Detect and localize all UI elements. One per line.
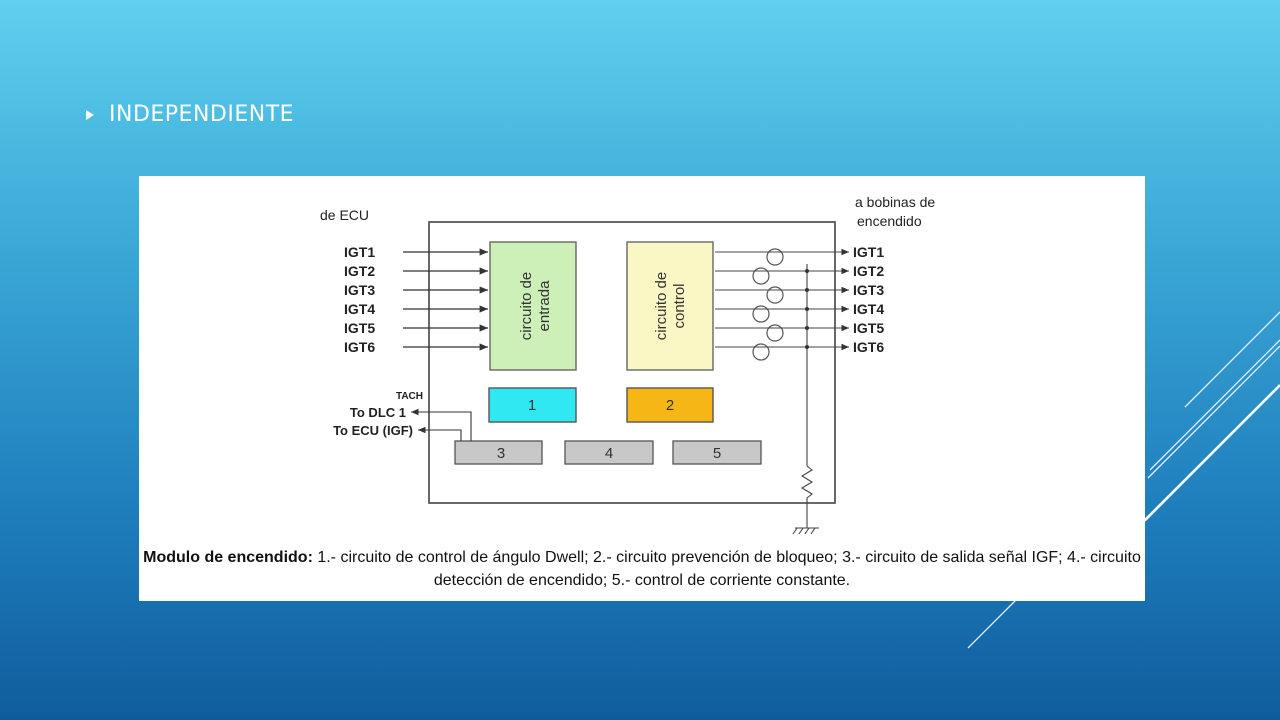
input-circuit-box [489, 241, 577, 371]
label-from-ecu: de ECU [320, 207, 369, 223]
output-signal-labels: IGT1 IGT2 IGT3 IGT4 IGT5 IGT6 [853, 244, 884, 355]
output-label-igt4: IGT4 [853, 301, 884, 317]
transistor-1 [766, 248, 784, 266]
block-1 [488, 387, 577, 423]
input-label-igt6: IGT6 [344, 339, 375, 355]
transistor-2 [752, 267, 770, 285]
ignition-module-diagram: de ECU a bobinas de encendido circuito d… [320, 194, 935, 535]
block-5-label: 5 [713, 445, 721, 462]
output-label-igt6: IGT6 [853, 339, 884, 355]
input-arrows [403, 248, 488, 351]
block-4-label: 4 [605, 445, 613, 462]
label-to-coils-1: a bobinas de [855, 194, 935, 210]
control-circuit-label-2: control [671, 283, 688, 328]
block-3-label: 3 [497, 445, 505, 462]
block-2 [626, 387, 714, 423]
block-4 [564, 440, 654, 465]
block-3 [454, 440, 543, 465]
input-circuit-label-2: entrada [536, 280, 553, 332]
transistor-6 [752, 343, 770, 361]
label-to-dlc: To DLC 1 [350, 405, 406, 420]
transistor-5 [766, 324, 784, 342]
block-5 [672, 440, 762, 465]
resistor [800, 465, 814, 521]
input-label-igt1: IGT1 [344, 244, 375, 260]
input-label-igt3: IGT3 [344, 282, 375, 298]
label-to-coils-2: encendido [857, 213, 922, 229]
bullet-item: INDEPENDIENTE [86, 102, 294, 127]
output-transistors [752, 248, 784, 361]
label-to-ecu-igf: To ECU (IGF) [333, 423, 413, 438]
control-circuit-box [626, 241, 714, 371]
caption-title: Modulo de encendido: [143, 549, 313, 566]
output-label-igt2: IGT2 [853, 263, 884, 279]
output-wires [715, 248, 849, 535]
caption-text: 1.- circuito de control de ángulo Dwell;… [312, 549, 1141, 589]
input-label-igt4: IGT4 [344, 301, 375, 317]
figure-caption: Modulo de encendido: 1.- circuito de con… [139, 546, 1145, 592]
input-signal-labels: IGT1 IGT2 IGT3 IGT4 IGT5 IGT6 [344, 244, 375, 355]
output-label-igt5: IGT5 [853, 320, 884, 336]
input-label-igt2: IGT2 [344, 263, 375, 279]
output-label-igt3: IGT3 [853, 282, 884, 298]
bullet-arrow-icon [86, 110, 94, 120]
ignition-module-figure: de ECU a bobinas de encendido circuito d… [139, 176, 1145, 601]
module-outline [428, 221, 836, 504]
block-1-label: 1 [528, 397, 536, 414]
transistor-3 [766, 286, 784, 304]
bullet-text: INDEPENDIENTE [109, 102, 295, 127]
control-circuit-label-1: circuito de [653, 272, 670, 340]
tach-igf-wires [411, 408, 472, 441]
output-label-igt1: IGT1 [853, 244, 884, 260]
transistor-4 [752, 305, 770, 323]
input-circuit-label-1: circuito de [518, 272, 535, 340]
junction-dots [805, 269, 809, 349]
input-label-igt5: IGT5 [344, 320, 375, 336]
block-2-label: 2 [666, 397, 674, 414]
label-tach: TACH [396, 391, 423, 402]
